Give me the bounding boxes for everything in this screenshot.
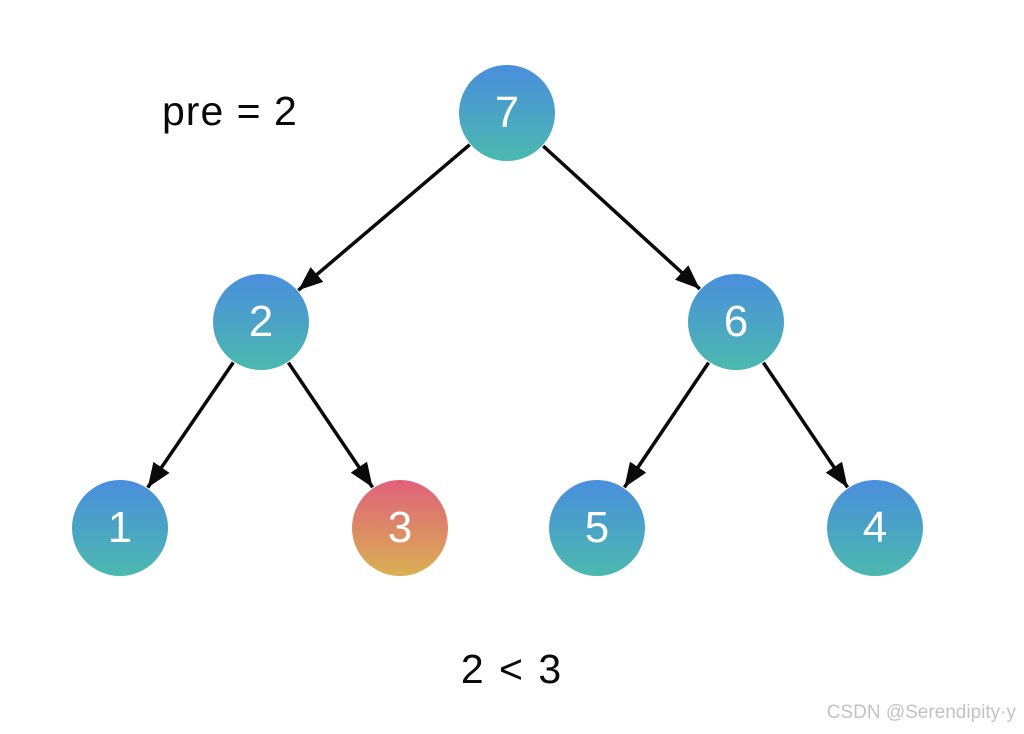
tree-edge-7-6 [542, 144, 701, 291]
pre-condition-label: pre = 2 [162, 88, 298, 134]
tree-edge-2-1 [146, 361, 235, 489]
comparison-label: 2 < 3 [460, 646, 564, 692]
tree-edge-2-3 [286, 361, 375, 489]
tree-edge-6-4 [761, 361, 850, 489]
tree-edge-7-2 [297, 143, 471, 292]
watermark-text: CSDN @Serendipity·y [826, 702, 1016, 723]
tree-edge-6-5 [622, 361, 711, 489]
